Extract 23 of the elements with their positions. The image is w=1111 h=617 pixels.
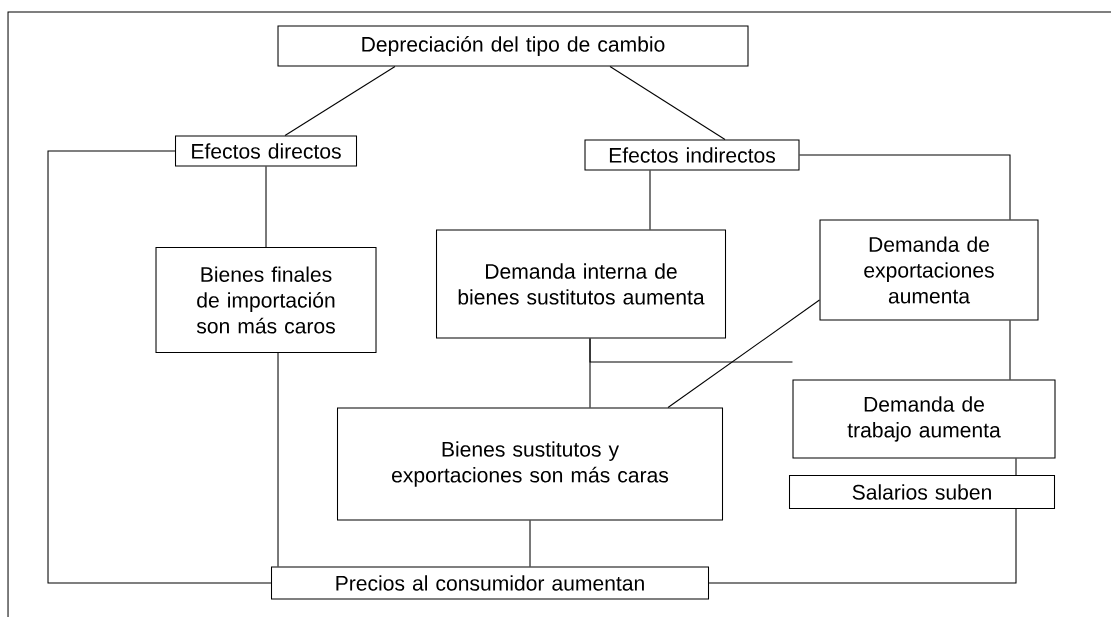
- connector-line: [609, 66, 726, 140]
- connector-line: [284, 66, 396, 136]
- process-box: Demanda interna de bienes sustitutos aumenta: [436, 229, 727, 339]
- process-box: Depreciación del tipo de cambio: [277, 25, 749, 67]
- connector-line: [708, 508, 1017, 584]
- process-box: Demanda de exportaciones aumenta: [819, 219, 1039, 321]
- connector-line: [47, 150, 272, 584]
- process-box: Bienes sustitutos y exportaciones son más caras: [337, 407, 724, 521]
- connector-line: [277, 352, 279, 567]
- process-box: Salarios suben: [788, 474, 1056, 509]
- connector-line: [589, 338, 793, 363]
- process-box: Efectos indirectos: [584, 139, 800, 171]
- connector-line: [529, 520, 531, 567]
- connector-line: [649, 170, 651, 230]
- connector-line: [667, 299, 820, 408]
- connector-line: [265, 166, 267, 248]
- process-box: Bienes finales de importación son más caros: [155, 246, 377, 354]
- connector-line: [1009, 320, 1011, 380]
- process-box: Efectos directos: [175, 135, 358, 167]
- connector-line: [799, 154, 1011, 220]
- connector-line: [1015, 458, 1017, 476]
- process-box: Precios al consumidor aumentan: [271, 566, 710, 600]
- process-box: Demanda de trabajo aumenta: [792, 379, 1056, 459]
